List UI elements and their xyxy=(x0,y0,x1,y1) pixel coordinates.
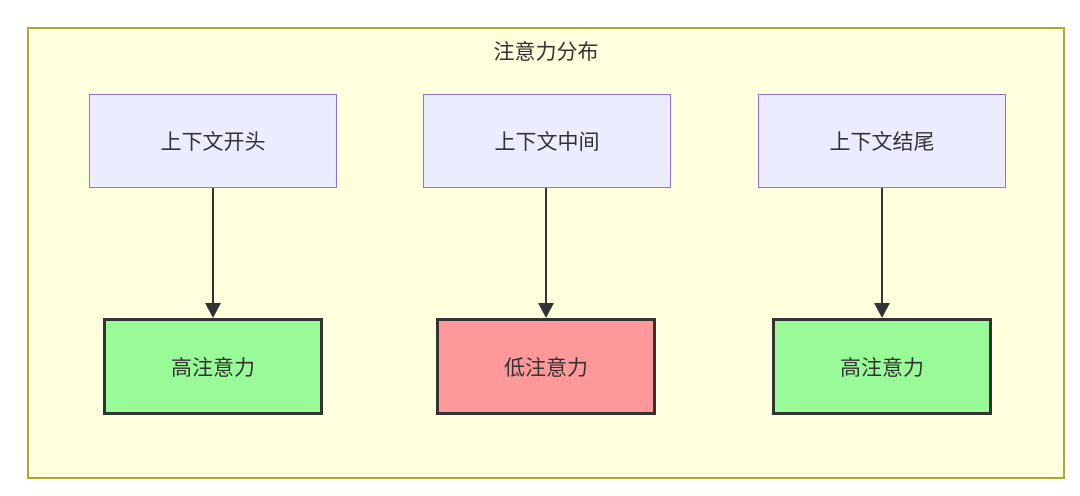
node-high-attention-1: 高注意力 xyxy=(103,318,323,415)
node-high-attention-2: 高注意力 xyxy=(772,318,992,415)
arrowhead-icon xyxy=(205,303,221,318)
node-context-end-label: 上下文结尾 xyxy=(829,131,935,154)
arrowhead-icon xyxy=(874,303,890,318)
node-context-end: 上下文结尾 xyxy=(758,94,1006,188)
arrow-shaft xyxy=(545,188,547,303)
node-context-start-label: 上下文开头 xyxy=(160,131,266,154)
arrow-down-icon xyxy=(205,188,221,318)
node-low-attention: 低注意力 xyxy=(436,318,656,415)
arrowhead-icon xyxy=(538,303,554,318)
arrow-down-icon xyxy=(538,188,554,318)
arrow-down-icon xyxy=(874,188,890,318)
arrow-shaft xyxy=(212,188,214,303)
node-context-start: 上下文开头 xyxy=(89,94,337,188)
arrow-shaft xyxy=(881,188,883,303)
attention-distribution-group: 注意力分布 上下文开头 高注意力 上下文中间 低注意力 上下文结尾 xyxy=(27,27,1065,479)
node-high-attention-2-label: 高注意力 xyxy=(840,356,924,380)
node-low-attention-label: 低注意力 xyxy=(504,356,588,380)
node-context-middle-label: 上下文中间 xyxy=(494,131,600,154)
diagram-title: 注意力分布 xyxy=(493,41,599,64)
node-high-attention-1-label: 高注意力 xyxy=(171,356,255,380)
node-context-middle: 上下文中间 xyxy=(423,94,671,188)
